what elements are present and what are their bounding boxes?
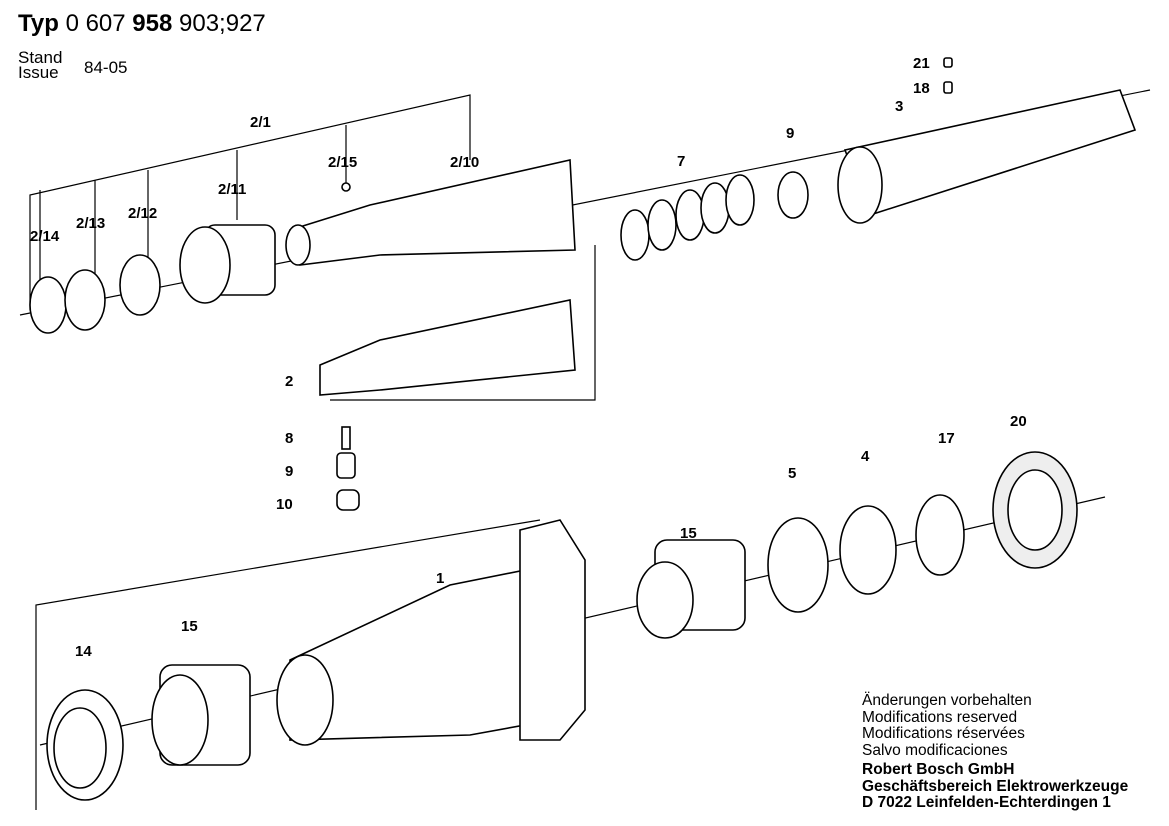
type-num-1: 0 607 xyxy=(65,10,126,37)
callout-8: 8 xyxy=(285,430,293,447)
callout-2-15: 2/15 xyxy=(328,154,357,171)
callout-18: 18 xyxy=(913,80,930,97)
group-bracket-2-1 xyxy=(29,94,471,310)
callouts: 2/1 2/15 2/10 2/11 2/12 2/13 2/14 7 9 21… xyxy=(30,55,1027,660)
group-frame-1 xyxy=(35,519,541,810)
callout-10: 10 xyxy=(276,496,293,513)
note-en: Modifications reserved xyxy=(862,708,1018,726)
callout-3: 3 xyxy=(895,98,903,115)
callout-20: 20 xyxy=(1010,413,1027,430)
callout-2-14: 2/14 xyxy=(30,228,60,245)
stand-label: Stand xyxy=(18,48,63,67)
group-frame-2 xyxy=(330,245,596,401)
circlip-2-14 xyxy=(29,276,67,334)
type-num-3: 903;927 xyxy=(179,10,266,37)
bushing-10 xyxy=(336,489,360,511)
spring-2-12 xyxy=(119,254,161,316)
type-num-2: 958 xyxy=(132,10,173,37)
spring-9 xyxy=(336,452,356,479)
housing-flange xyxy=(519,519,586,741)
callout-2-1: 2/1 xyxy=(250,114,271,131)
callout-21: 21 xyxy=(913,55,930,72)
spring-7 xyxy=(620,174,755,261)
issue-value: 84-05 xyxy=(84,58,128,77)
type-number: Typ 0 607 958 903;927 xyxy=(18,10,266,38)
callout-1: 1 xyxy=(436,570,444,587)
company-name: Robert Bosch GmbH xyxy=(862,761,1015,778)
note-de: Änderungen vorbehalten xyxy=(862,692,1032,709)
screw-8 xyxy=(341,426,351,450)
issue-label: Issue xyxy=(18,63,59,82)
callout-15-upper: 15 xyxy=(680,525,697,542)
callout-2-13: 2/13 xyxy=(76,215,105,232)
callout-2-12: 2/12 xyxy=(128,205,157,222)
typ-label: Typ xyxy=(18,10,59,37)
callout-9-spring: 9 xyxy=(285,463,293,480)
pin-18 xyxy=(943,81,953,94)
company-address: D 7022 Leinfelden-Echterdingen 1 xyxy=(862,794,1111,811)
callout-2-11: 2/11 xyxy=(218,181,246,198)
spindle-2-10 xyxy=(289,159,576,266)
ring-4 xyxy=(839,505,897,595)
callout-17: 17 xyxy=(938,430,955,447)
callout-2: 2 xyxy=(285,373,293,390)
ring-5 xyxy=(767,517,829,613)
ball-2-15 xyxy=(341,182,351,192)
callout-14: 14 xyxy=(75,643,92,660)
callout-2-10: 2/10 xyxy=(450,154,479,171)
callout-9-disc: 9 xyxy=(786,125,794,142)
callout-5: 5 xyxy=(788,465,796,482)
pin-21 xyxy=(943,57,953,68)
ring-2-13 xyxy=(64,269,106,331)
sleeve-3 xyxy=(843,89,1137,216)
note-es: Salvo modificaciones xyxy=(862,741,1008,759)
footer-notes: Änderungen vorbehalten Modifications res… xyxy=(862,692,1129,812)
callout-4: 4 xyxy=(861,448,870,465)
circlip-17 xyxy=(915,494,965,576)
callout-15-lower: 15 xyxy=(181,618,198,635)
note-fr: Modifications réservées xyxy=(862,725,1025,742)
disc-9 xyxy=(777,171,809,219)
spindle-2 xyxy=(319,299,576,396)
callout-7: 7 xyxy=(677,153,685,170)
company-division: Geschäftsbereich Elektrowerkzeuge xyxy=(862,777,1129,795)
